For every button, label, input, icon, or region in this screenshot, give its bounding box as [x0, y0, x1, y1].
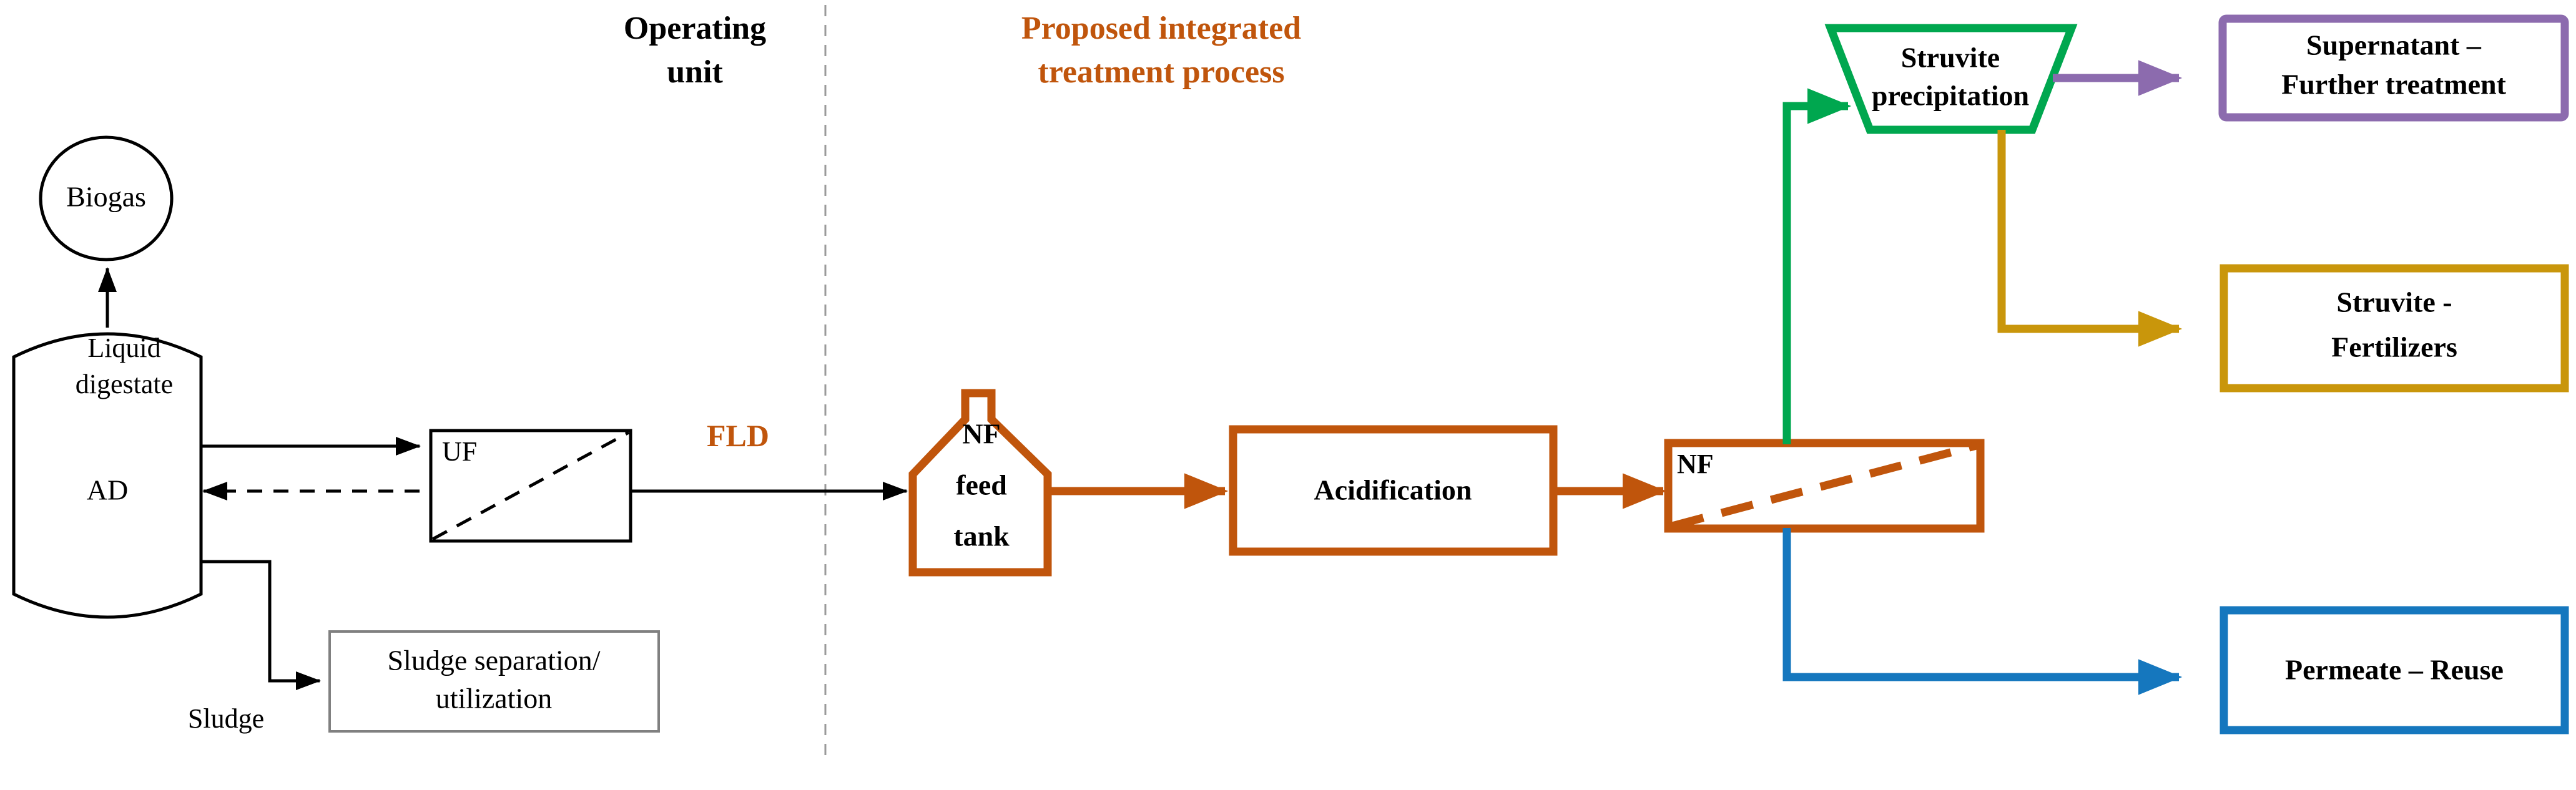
struvite-fertilizers-label-line2: Fertilizers — [2331, 331, 2457, 363]
biogas-node — [39, 135, 174, 261]
nf-feed-tank-node — [908, 389, 1052, 577]
ad-node — [12, 332, 203, 619]
edge-struvite-precipitation-to-fertilizers — [1997, 130, 2183, 347]
edge-ad-to-sludge-separation — [201, 560, 322, 690]
acidification-label: Acidification — [1314, 474, 1472, 506]
liquid-digestate-label-line1: Liquid — [87, 333, 160, 363]
nf-membrane-diagonal — [1671, 441, 1978, 530]
uf-label: UF — [442, 436, 477, 467]
biogas-label: Biogas — [66, 181, 146, 213]
permeate-reuse-label: Permeate – Reuse — [2285, 654, 2504, 686]
struvite-fertilizers-node — [2220, 264, 2569, 393]
sludge-separation-label-line1: Sludge separation/ — [387, 645, 600, 676]
proposed-process-title-line2: treatment process — [1038, 54, 1284, 90]
supernatant-label-line1: Supernatant – — [2306, 29, 2482, 61]
nf-feed-tank-label-line2: feed — [956, 469, 1007, 501]
acidification-node — [1229, 425, 1558, 556]
ad-label: AD — [87, 474, 128, 506]
proposed-process-title-line1: Proposed integrated — [1021, 11, 1301, 46]
edge-nf-to-struvite-precipitation — [1782, 88, 1852, 444]
nf-feed-tank-label-line1: NF — [962, 418, 1000, 450]
operating-unit-title-line2: unit — [667, 54, 723, 90]
sludge-separation-label-line2: utilization — [436, 683, 553, 714]
uf-membrane-diagonal — [431, 431, 630, 541]
liquid-digestate-label-line2: digestate — [76, 369, 173, 399]
supernatant-label-line2: Further treatment — [2281, 69, 2506, 100]
fld-label: FLD — [707, 418, 769, 453]
permeate-reuse-node — [2220, 606, 2569, 734]
sludge-separation-node — [328, 630, 660, 733]
nf-label: NF — [1677, 449, 1714, 479]
struvite-precipitation-node — [1824, 24, 2078, 134]
sludge-label: Sludge — [188, 703, 264, 734]
struvite-precipitation-label-line2: precipitation — [1872, 80, 2029, 112]
supernatant-node — [2218, 14, 2569, 122]
struvite-fertilizers-label-line1: Struvite - — [2336, 286, 2452, 318]
nf-feed-tank-label-line3: tank — [953, 520, 1010, 552]
struvite-precipitation-label-line1: Struvite — [1901, 42, 2000, 74]
operating-unit-title-line1: Operating — [624, 11, 766, 46]
edge-nf-to-permeate-reuse — [1782, 528, 2183, 695]
